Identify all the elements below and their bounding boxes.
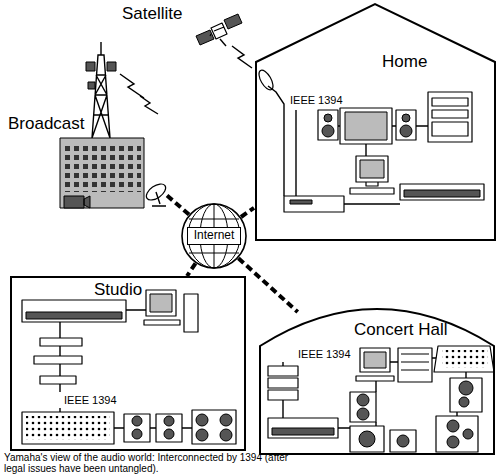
dish-stand — [152, 192, 166, 206]
keyboard-keys — [272, 428, 334, 435]
mixing-console — [22, 412, 114, 444]
speaker — [350, 378, 482, 452]
television — [340, 108, 392, 144]
synth-keys — [404, 190, 480, 197]
computer-screen — [150, 294, 172, 312]
home-house-outline — [254, 2, 497, 242]
speaker-cone — [357, 381, 473, 448]
location-heading: Concert Hall — [354, 320, 484, 340]
broadcast-station: Broadcast — [4, 38, 164, 210]
lightning-bolt — [232, 46, 252, 68]
hall-outline — [260, 309, 494, 454]
speaker — [124, 410, 236, 444]
station-label: Broadcast — [8, 114, 108, 134]
dashed-link — [187, 263, 196, 276]
vcr-slot — [290, 200, 312, 204]
box-outline — [11, 277, 245, 450]
satellite-antenna — [220, 39, 226, 46]
computer — [144, 290, 198, 332]
speaker — [318, 110, 416, 140]
studio-box-outline — [10, 276, 246, 451]
synthesizer — [400, 184, 484, 200]
stereo-system — [428, 92, 472, 142]
home-house: HomeIEEE 1394 — [254, 2, 497, 242]
satellite-panels — [196, 14, 242, 45]
dish-cable — [268, 86, 284, 196]
synthesizer — [22, 300, 126, 322]
satellite-label: Satellite — [122, 4, 212, 24]
studio-box: StudioIEEE 1394 — [10, 276, 246, 451]
rack-unit — [268, 366, 298, 400]
house-outline — [256, 4, 495, 240]
video-camera — [64, 196, 90, 208]
figure-caption: Yamaha's view of the audio world: Interc… — [4, 452, 289, 474]
tower-antennas — [86, 62, 116, 89]
location-heading: Home — [382, 52, 472, 72]
computer-screen — [364, 352, 386, 368]
vcr — [284, 196, 344, 212]
effects-rack — [398, 348, 432, 382]
synth-keys — [26, 312, 122, 319]
bus-label: IEEE 1394 — [290, 94, 370, 107]
globe-meridian — [188, 204, 240, 268]
broadcast-tower — [92, 42, 110, 138]
lightning-bolt — [120, 74, 158, 114]
computer-screen — [360, 160, 384, 178]
dashed-link — [164, 193, 189, 215]
concert-hall-shape: Concert HallIEEE 1394 — [258, 312, 496, 456]
location-heading: Studio — [94, 280, 184, 300]
computer — [356, 348, 394, 381]
satellite-dish — [256, 68, 276, 92]
internet-globe: Internet — [181, 203, 247, 269]
globe-outline — [182, 204, 246, 268]
dashed-link — [238, 258, 297, 312]
tv-screen — [345, 112, 387, 140]
dashed-link — [241, 208, 254, 217]
satellite-body — [210, 23, 227, 39]
speaker-cone — [132, 414, 232, 441]
console-knobs — [26, 416, 110, 440]
keyboard — [268, 418, 338, 438]
computer — [350, 156, 394, 194]
mixing-console — [434, 346, 494, 372]
rack-unit — [34, 338, 82, 384]
building-windows — [63, 142, 141, 192]
bus-label: IEEE 1394 — [64, 394, 144, 407]
cable — [60, 310, 192, 428]
bus-label: IEEE 1394 — [298, 348, 378, 361]
console-knobs — [442, 350, 488, 368]
broadcast-building — [60, 138, 144, 208]
network-label: Internet — [187, 227, 241, 245]
